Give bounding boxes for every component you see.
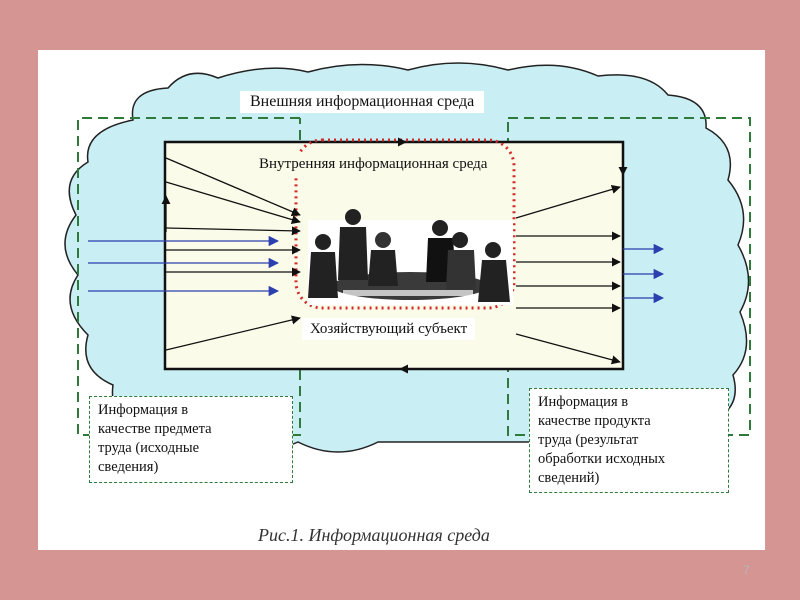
figure-caption: Рис.1. Информационная среда xyxy=(258,525,490,545)
incoming-arrows xyxy=(161,157,301,351)
economic-entity-label: Хозяйствующий субъект xyxy=(302,318,476,340)
internal-environment-label: Внутренняя информационная среда xyxy=(251,153,496,175)
internal-environment-boundary xyxy=(294,138,516,310)
output-dashed-bracket xyxy=(507,117,751,436)
external-environment-label: Внешняя информационная среда xyxy=(240,91,485,113)
input-information-box: Информация в качестве предмета труда (ис… xyxy=(89,396,293,483)
outgoing-blue-arrows xyxy=(623,243,665,304)
page-number: 7 xyxy=(743,563,750,577)
slide: Внешняя информационная среда Внутренняя … xyxy=(38,50,765,550)
outgoing-arrows xyxy=(383,137,628,374)
output-information-box: Информация в качестве продукта труда (ре… xyxy=(529,388,729,493)
meeting-people-illustration xyxy=(308,209,513,305)
incoming-blue-arrows xyxy=(88,235,280,297)
